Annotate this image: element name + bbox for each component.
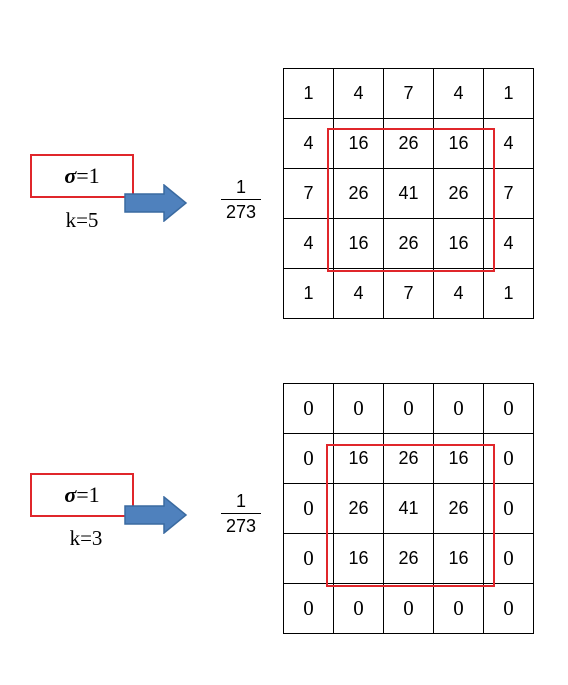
fraction-bar (221, 199, 261, 200)
kernel-cell: 1 (283, 68, 334, 119)
kernel-cell: 16 (333, 118, 384, 169)
kernel-row: 0 16 26 16 0 (283, 533, 534, 584)
kernel-cell: 4 (483, 118, 534, 169)
kernel-cell: 0 (283, 383, 334, 434)
gaussian-kernel-grid: 0 0 0 0 0 0 16 26 16 0 0 26 41 26 0 0 16… (283, 383, 534, 634)
right-arrow-icon (124, 496, 188, 534)
kernel-row: 1 4 7 4 1 (283, 68, 534, 119)
kernel-cell: 26 (383, 433, 434, 484)
kernel-cell: 4 (483, 218, 534, 269)
kernel-row: 0 16 26 16 0 (283, 433, 534, 484)
kernel-cell: 0 (333, 383, 384, 434)
kernel-cell: 26 (433, 483, 484, 534)
kernel-cell: 0 (383, 383, 434, 434)
kernel-cell: 0 (483, 383, 534, 434)
kernel-cell: 26 (333, 168, 384, 219)
kernel-cell: 26 (333, 483, 384, 534)
kernel-cell: 7 (483, 168, 534, 219)
fraction-numerator: 1 (235, 177, 246, 197)
kernel-cell: 4 (333, 268, 384, 319)
kernel-cell: 0 (433, 383, 484, 434)
kernel-row: 0 0 0 0 0 (283, 383, 534, 434)
kernel-cell: 16 (433, 433, 484, 484)
sigma-symbol: σ (64, 163, 77, 188)
kernel-cell: 0 (283, 533, 334, 584)
gaussian-kernel-grid: 1 4 7 4 1 4 16 26 16 4 7 26 41 26 7 4 16… (283, 68, 534, 319)
kernel-cell: 26 (383, 118, 434, 169)
kernel-cell: 26 (433, 168, 484, 219)
kernel-cell: 16 (333, 433, 384, 484)
kernel-cell: 16 (333, 218, 384, 269)
kernel-cell: 0 (483, 483, 534, 534)
sigma-value: =1 (76, 163, 100, 188)
kernel-cell: 26 (383, 533, 434, 584)
kernel-cell: 0 (483, 533, 534, 584)
kernel-row: 0 26 41 26 0 (283, 483, 534, 534)
kernel-row: 7 26 41 26 7 (283, 168, 534, 219)
kernel-row: 1 4 7 4 1 (283, 268, 534, 319)
kernel-cell: 16 (433, 218, 484, 269)
kernel-cell: 0 (283, 583, 334, 634)
kernel-cell: 4 (333, 68, 384, 119)
kernel-cell: 1 (483, 268, 534, 319)
kernel-cell: 0 (283, 483, 334, 534)
normalization-fraction: 1 273 (219, 176, 263, 223)
sigma-value: =1 (76, 482, 100, 507)
kernel-cell: 7 (383, 268, 434, 319)
kernel-cell: 26 (383, 218, 434, 269)
kernel-row: 0 0 0 0 0 (283, 583, 534, 634)
sigma-box: σ=1 (30, 473, 134, 517)
right-arrow-icon (124, 184, 188, 222)
fraction-numerator: 1 (235, 491, 246, 511)
kernel-cell: 16 (433, 118, 484, 169)
kernel-cell: 0 (333, 583, 384, 634)
kernel-cell: 7 (383, 68, 434, 119)
kernel-cell: 41 (383, 168, 434, 219)
kernel-cell: 0 (483, 583, 534, 634)
kernel-cell: 1 (283, 268, 334, 319)
kernel-panel-k5: σ=1 k=5 1 273 1 4 7 4 1 4 16 26 16 4 7 2… (0, 0, 568, 340)
kernel-size-label: k=3 (69, 526, 103, 550)
kernel-row: 4 16 26 16 4 (283, 218, 534, 269)
kernel-cell: 0 (383, 583, 434, 634)
kernel-cell: 4 (433, 68, 484, 119)
kernel-panel-k3: σ=1 k=3 1 273 0 0 0 0 0 0 16 26 16 0 0 2… (0, 340, 568, 685)
kernel-cell: 4 (283, 118, 334, 169)
kernel-cell: 16 (433, 533, 484, 584)
kernel-cell: 0 (433, 583, 484, 634)
kernel-row: 4 16 26 16 4 (283, 118, 534, 169)
fraction-denominator: 273 (225, 516, 257, 536)
sigma-symbol: σ (64, 482, 77, 507)
kernel-cell: 4 (433, 268, 484, 319)
kernel-cell: 4 (283, 218, 334, 269)
kernel-cell: 16 (333, 533, 384, 584)
kernel-size-label: k=5 (65, 208, 99, 232)
kernel-cell: 0 (483, 433, 534, 484)
kernel-cell: 7 (283, 168, 334, 219)
normalization-fraction: 1 273 (219, 490, 263, 537)
fraction-bar (221, 513, 261, 514)
kernel-cell: 0 (283, 433, 334, 484)
kernel-cell: 41 (383, 483, 434, 534)
kernel-cell: 1 (483, 68, 534, 119)
sigma-box: σ=1 (30, 154, 134, 198)
fraction-denominator: 273 (225, 202, 257, 222)
